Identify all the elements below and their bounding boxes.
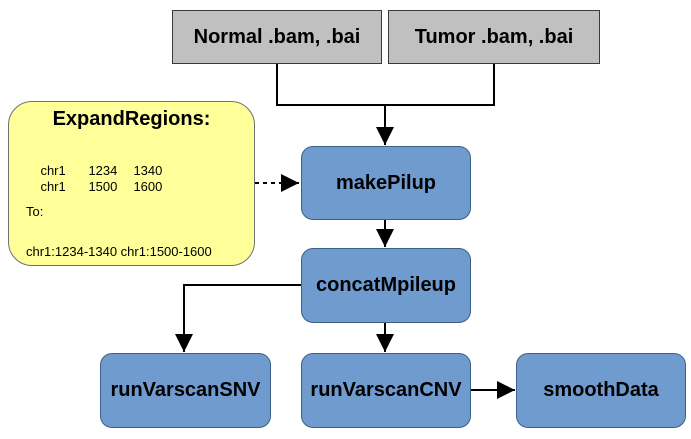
step-runvarscansnv-label: runVarscanSNV	[110, 379, 261, 401]
step-makepilup: makePilup	[301, 146, 471, 220]
normal-bam-input: Normal .bam, .bai	[172, 10, 382, 64]
step-concatmpileup-label: concatMpileup	[315, 274, 456, 296]
note-row-2-chrom: chr1	[40, 179, 66, 194]
tumor-bam-input: Tumor .bam, .bai	[388, 10, 600, 64]
normal-bam-label: Normal .bam, .bai	[193, 25, 361, 48]
expand-regions-note: ExpandRegions: chr1 1234 1340 chr1 1500 1600…	[8, 101, 255, 266]
note-row-2: chr1 1500 1600	[26, 164, 162, 209]
note-row-2-end: 1600	[133, 179, 163, 194]
step-concatmpileup: concatMpileup	[301, 248, 471, 323]
tumor-bam-label: Tumor .bam, .bai	[414, 25, 574, 48]
note-row-1-chrom: chr1	[40, 163, 66, 178]
connector-inputs-merge	[276, 64, 495, 106]
note-row-1-start: 1234	[88, 163, 118, 178]
step-makepilup-label: makePilup	[335, 171, 437, 194]
step-runvarscansnv: runVarscanSNV	[100, 353, 271, 428]
note-row-2-start: 1500	[88, 179, 118, 194]
arrow-to-runvarscansnv	[175, 284, 301, 352]
step-runvarscancnv: runVarscanCNV	[301, 353, 471, 428]
step-smoothdata-label: smoothData	[543, 379, 659, 401]
note-to-label: To:	[26, 204, 44, 219]
step-smoothdata: smoothData	[516, 353, 686, 428]
note-row-1: chr1 1234 1340	[26, 148, 162, 193]
note-row-1-end: 1340	[133, 163, 163, 178]
note-title: ExpandRegions:	[52, 108, 211, 130]
step-runvarscancnv-label: runVarscanCNV	[310, 379, 462, 401]
note-result: chr1:1234-1340 chr1:1500-1600	[26, 244, 212, 259]
